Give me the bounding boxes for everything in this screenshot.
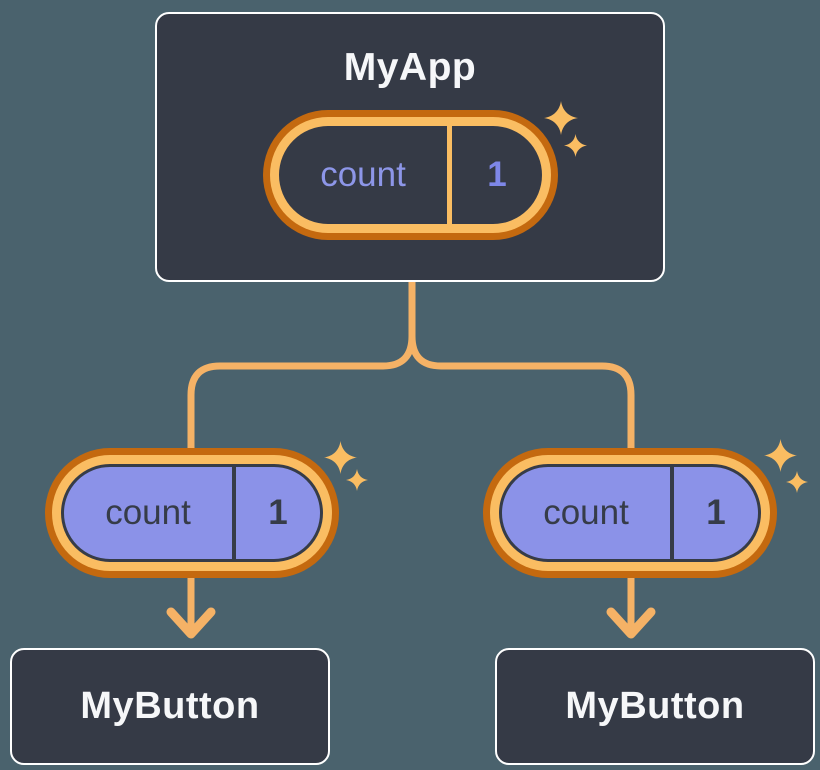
- prop-name-label: count: [105, 493, 191, 532]
- prop-pill-left-body: count 1: [61, 464, 323, 562]
- state-pill: count 1: [263, 110, 558, 240]
- pill-divider: [232, 467, 236, 559]
- sparkle-icon: [346, 469, 368, 491]
- sparkle-icon: [544, 101, 578, 135]
- prop-pill-right-ring: count 1: [490, 455, 770, 571]
- prop-name-label: count: [543, 493, 629, 532]
- prop-pill-left: count 1: [45, 448, 339, 578]
- mybutton-card-right: MyButton: [495, 648, 815, 765]
- state-value: 1: [487, 155, 507, 194]
- pill-divider: [670, 467, 674, 559]
- prop-value: 1: [706, 493, 726, 532]
- parent-card-title: MyApp: [343, 46, 477, 89]
- sparkle-icon: [786, 471, 808, 493]
- mybutton-card-left: MyButton: [10, 648, 330, 765]
- state-pill-ring: count 1: [270, 117, 551, 233]
- arrow-down-icon: [606, 607, 656, 639]
- child-card-title: MyButton: [565, 685, 745, 727]
- prop-pill-right-body: count 1: [499, 464, 761, 562]
- state-name-label: count: [320, 155, 406, 194]
- sparkle-icon: [564, 134, 587, 157]
- sparkle-icon: [764, 439, 797, 472]
- prop-pill-left-ring: count 1: [52, 455, 332, 571]
- pill-divider: [447, 126, 452, 224]
- prop-pill-right: count 1: [483, 448, 777, 578]
- child-card-title: MyButton: [80, 685, 260, 727]
- state-pill-body: count 1: [279, 126, 542, 224]
- sparkle-icon: [324, 441, 357, 474]
- arrow-down-icon: [166, 607, 216, 639]
- prop-value: 1: [268, 493, 288, 532]
